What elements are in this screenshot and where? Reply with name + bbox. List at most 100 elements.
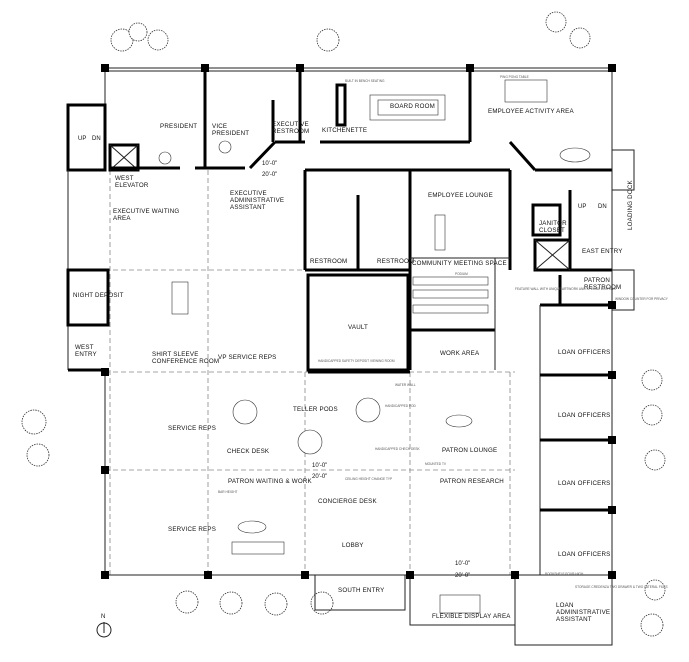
column [608, 506, 616, 514]
room-label-teller-pods: TELLER PODS [293, 406, 338, 413]
column [608, 64, 616, 72]
tree-icon [640, 613, 664, 637]
room-label-restroom: RESTROOM [310, 258, 347, 265]
furniture [158, 79, 591, 614]
column [301, 571, 309, 579]
annotation-note: HANDICAPPED CHECK DESK [375, 447, 421, 451]
tree-icon [264, 592, 288, 616]
north-label: N [101, 614, 105, 620]
annotation-note: MOUNTED TV [425, 462, 447, 466]
annotation-note: UP [78, 136, 86, 142]
tree-icon [26, 443, 50, 467]
column [608, 571, 616, 579]
room-label-service-reps: SERVICE REPS [168, 526, 216, 533]
tree-icon [219, 591, 243, 615]
ceiling-grid-lines [105, 170, 515, 575]
annotation-note: PING PONG TABLE [500, 75, 529, 79]
tree-icon [21, 409, 47, 435]
room-label-patron-lounge: PATRON LOUNGE [442, 447, 497, 454]
tree-icon [110, 28, 134, 52]
annotation-note: WATER WALL [395, 383, 416, 387]
tree-icon [128, 22, 148, 42]
tree-icon [569, 27, 591, 49]
room-label-patron-waiting-work: PATRON WAITING & WORK [228, 478, 313, 485]
dimension-label: 10'-0" [262, 161, 277, 167]
column [466, 64, 474, 72]
column [204, 571, 212, 579]
column [101, 571, 109, 579]
column [296, 64, 304, 72]
room-label-community-meeting-space: COMMUNITY MEETING SPACE [412, 260, 507, 267]
room-label-night-deposit: NIGHT DEPOSIT [73, 292, 124, 299]
column [406, 571, 414, 579]
annotation-note: BAR HEIGHT [218, 490, 238, 494]
annotation-note: CEILING HEIGHT CHANGE TYP [345, 477, 392, 481]
column [201, 64, 209, 72]
annotation-note: PODIUM [455, 272, 468, 276]
dimension-label: 10'-0" [455, 561, 470, 567]
tree-icon [175, 590, 199, 614]
tree-icon [545, 11, 567, 33]
north-arrow: N [96, 614, 112, 638]
tree-icon [641, 404, 663, 426]
annotation-note: HANDICAPPED POD [385, 404, 417, 408]
room-label-loading-dock: LOADING DOCK [627, 179, 634, 230]
tree-icon [316, 28, 340, 52]
room-label-restroom: RESTROOM [377, 258, 414, 265]
tree-icon [310, 591, 334, 615]
annotation-note: DN [92, 136, 101, 142]
tree-icon [641, 369, 663, 391]
annotation-note: FEATURE WALL WITH UNIQUE ARTWORK AND SPE… [515, 287, 616, 291]
annotation-note: DN [598, 204, 607, 210]
column [608, 436, 616, 444]
room-label-kitchenette: KITCHENETTE [322, 127, 367, 134]
room-label-board-room: BOARD ROOM [390, 103, 435, 110]
annotation-note: BUILT IN BENCH SEATING [345, 79, 385, 83]
tree-icon [644, 449, 666, 471]
column [608, 301, 616, 309]
dimension-label: 20'-0" [312, 474, 327, 480]
dimension-label: 20'-0" [455, 573, 470, 579]
walls [66, 64, 635, 646]
room-label-loan-officers: LOAN OFFICERS [558, 349, 610, 356]
room-label-loan-officers: LOAN OFFICERS [558, 412, 610, 419]
annotation-note: HANDICAPPED SAFETY DEPOSIT VIEWING ROOM [318, 359, 395, 363]
tree-icon [644, 579, 666, 601]
dimension-label: 20'-0" [262, 172, 277, 178]
room-label-vp-service-reps: VP SERVICE REPS [218, 354, 276, 361]
column [608, 371, 616, 379]
room-label-concierge-desk: CONCIERGE DESK [318, 498, 378, 505]
landscape-trees [21, 11, 666, 637]
room-label-president: PRESIDENT [160, 123, 197, 130]
room-label-employee-lounge: EMPLOYEE LOUNGE [428, 192, 493, 199]
dimension-label: 10'-0" [312, 463, 327, 469]
annotation-note: WINDOW COUNTER FOR PRIVACY [615, 297, 669, 301]
room-label-patron-research: PATRON RESEARCH [440, 478, 504, 485]
room-label-service-reps: SERVICE REPS [168, 425, 216, 432]
column [511, 571, 519, 579]
room-label-loan-officers: LOAN OFFICERS [558, 480, 610, 487]
room-label-employee-activity-area: EMPLOYEE ACTIVITY AREA [488, 108, 574, 115]
column [101, 64, 109, 72]
room-label-work-area: WORK AREA [440, 350, 480, 357]
room-label-flexible-display-area: FLEXIBLE DISPLAY AREA [432, 613, 511, 620]
room-label-check-desk: CHECK DESK [227, 448, 270, 455]
annotation-note: UP [578, 204, 586, 210]
annotation-note: BOOKSHELF FOUR HIGH [545, 572, 584, 576]
tree-icon [147, 29, 169, 51]
room-label-vault: VAULT [348, 324, 368, 331]
column [101, 368, 109, 376]
room-label-loan-officers: LOAN OFFICERS [558, 551, 610, 558]
room-label-south-entry: SOUTH ENTRY [338, 587, 384, 594]
